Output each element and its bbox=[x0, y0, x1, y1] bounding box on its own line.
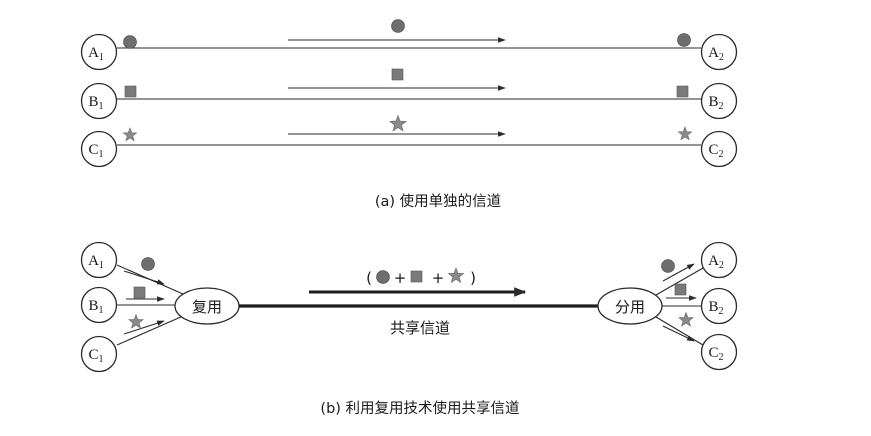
circle-symbol-icon bbox=[141, 257, 155, 271]
separate-channels-section: A1 A2 B1 B2 bbox=[80, 19, 738, 210]
direction-arrow bbox=[662, 263, 695, 282]
demux-label: 分用 bbox=[615, 298, 645, 316]
caption-a: (a) 使用单独的信道 bbox=[375, 193, 501, 210]
node-c1: C1 bbox=[80, 130, 118, 168]
connector-line bbox=[655, 316, 704, 346]
multiplexer: 复用 bbox=[174, 287, 240, 325]
node-label: B1 bbox=[88, 94, 103, 112]
square-symbol-icon bbox=[410, 270, 423, 283]
node-circle bbox=[700, 241, 738, 279]
node-label: A1 bbox=[88, 253, 104, 271]
node-label: C1 bbox=[88, 347, 103, 365]
channel-b: B1 B2 bbox=[80, 68, 738, 120]
square-symbol-icon bbox=[676, 85, 689, 98]
node-label: C2 bbox=[708, 345, 723, 363]
node-circle bbox=[80, 130, 118, 168]
node-label: B2 bbox=[708, 94, 723, 112]
star-symbol-icon bbox=[447, 267, 465, 284]
node-b1: B1 bbox=[80, 82, 118, 120]
node-circle bbox=[80, 82, 118, 120]
square-symbol-icon bbox=[391, 68, 404, 81]
node-label: C1 bbox=[88, 142, 103, 160]
channel-c: C1 C2 bbox=[80, 114, 738, 168]
node-a2: A2 bbox=[700, 33, 738, 71]
square-symbol-icon bbox=[133, 286, 146, 299]
plus-sign: + bbox=[394, 269, 407, 287]
node-a1: A1 bbox=[80, 33, 118, 71]
node-c2-demux: C2 bbox=[700, 333, 738, 371]
node-circle bbox=[700, 33, 738, 71]
node-c1-mux: C1 bbox=[80, 335, 118, 373]
star-symbol-icon bbox=[678, 311, 694, 327]
connector-line bbox=[655, 267, 704, 296]
node-label: A1 bbox=[88, 45, 104, 63]
shared-channel-label: 共享信道 bbox=[390, 319, 450, 337]
node-label: C2 bbox=[708, 142, 723, 160]
plus-sign: + bbox=[432, 269, 445, 287]
square-symbol-icon bbox=[124, 85, 137, 98]
circle-symbol-icon bbox=[391, 19, 405, 33]
node-circle bbox=[80, 286, 118, 324]
node-label: A2 bbox=[708, 253, 724, 271]
node-label: A2 bbox=[708, 45, 724, 63]
direction-arrow bbox=[662, 325, 695, 342]
circle-symbol-icon bbox=[376, 270, 390, 284]
circle-symbol-icon bbox=[123, 35, 137, 49]
node-b1-mux: B1 bbox=[80, 286, 118, 324]
star-symbol-icon bbox=[122, 127, 138, 142]
star-symbol-icon bbox=[677, 126, 693, 141]
node-circle bbox=[80, 335, 118, 373]
node-b2: B2 bbox=[700, 82, 738, 120]
channel-a: A1 A2 bbox=[80, 19, 738, 71]
demultiplexer: 分用 bbox=[597, 287, 663, 325]
shared-channel-section: A1 B1 C1 复用 ( + bbox=[80, 241, 738, 417]
node-c2: C2 bbox=[700, 130, 738, 168]
node-a1-mux: A1 bbox=[80, 241, 118, 279]
square-symbol-icon bbox=[674, 283, 687, 296]
node-a2-demux: A2 bbox=[700, 241, 738, 279]
paren-open: ( bbox=[366, 269, 372, 287]
star-symbol-icon bbox=[389, 114, 407, 132]
node-label: B2 bbox=[708, 299, 723, 317]
circle-symbol-icon bbox=[661, 259, 675, 273]
node-circle bbox=[700, 130, 738, 168]
node-label: B1 bbox=[88, 298, 103, 316]
node-b2-demux: B2 bbox=[700, 287, 738, 325]
node-circle bbox=[80, 33, 118, 71]
mux-label: 复用 bbox=[192, 298, 222, 316]
circle-symbol-icon bbox=[677, 33, 691, 47]
node-circle bbox=[700, 333, 738, 371]
node-circle bbox=[80, 241, 118, 279]
node-circle bbox=[700, 82, 738, 120]
connector-line bbox=[116, 315, 184, 346]
direction-arrow bbox=[123, 320, 165, 335]
node-circle bbox=[700, 287, 738, 325]
star-symbol-icon bbox=[128, 313, 144, 329]
combined-signal-label: ( + + ) bbox=[366, 267, 476, 287]
caption-b: (b) 利用复用技术使用共享信道 bbox=[320, 399, 519, 417]
paren-close: ) bbox=[470, 269, 476, 287]
direction-arrow bbox=[123, 270, 165, 285]
